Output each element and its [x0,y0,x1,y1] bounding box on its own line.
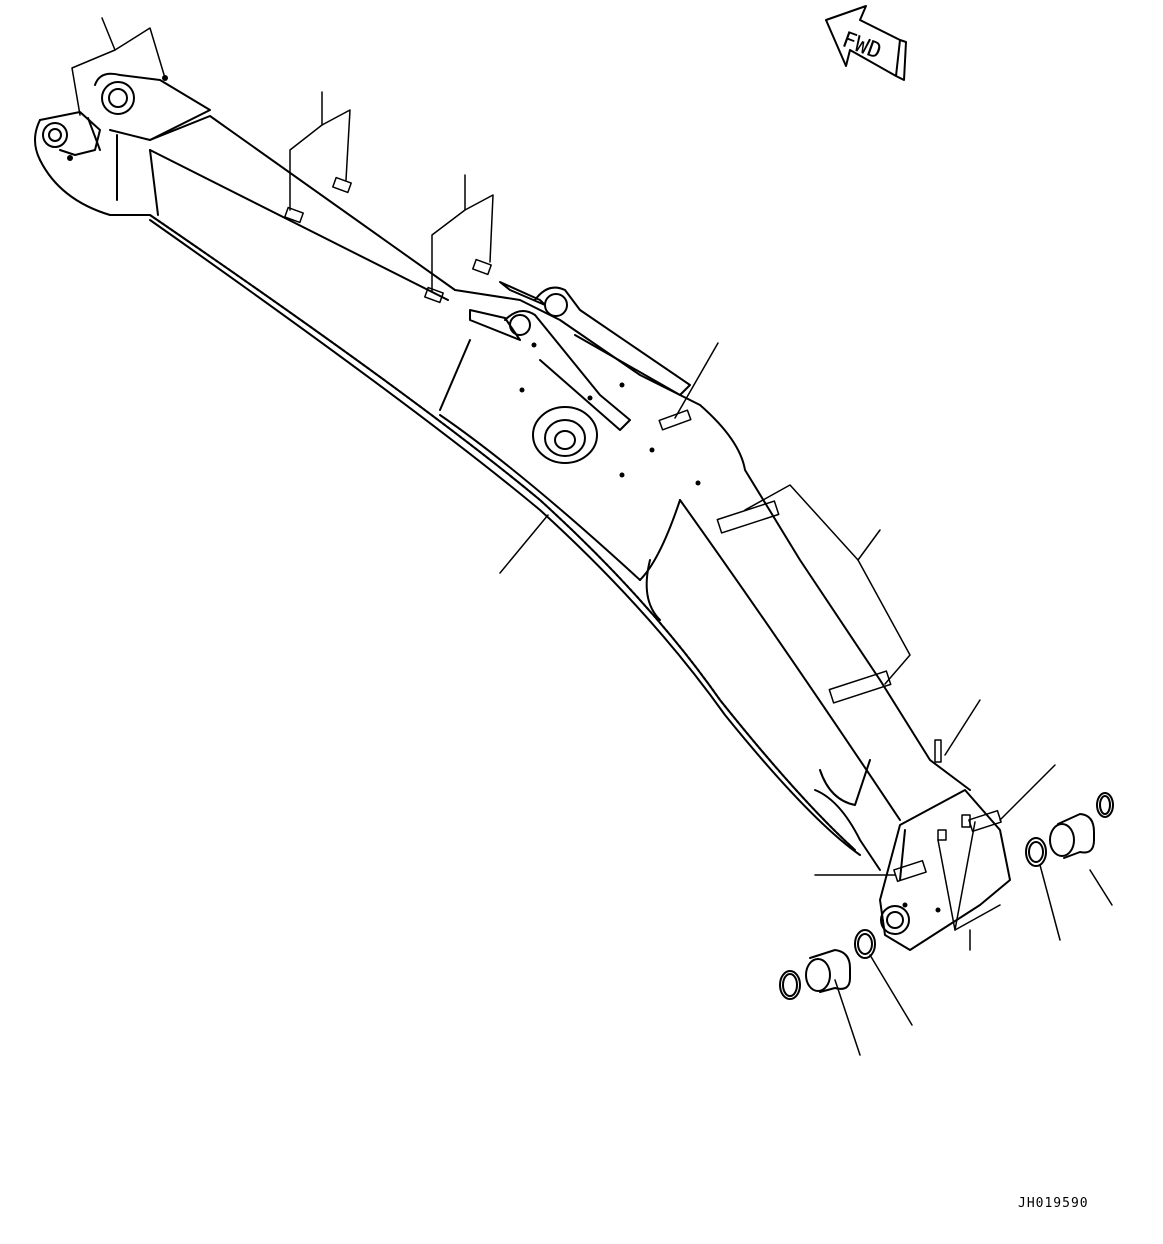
bushings-and-rings [779,792,1114,1000]
drawing-code: JH019590 [1018,1196,1089,1211]
bolt-dots [67,75,941,913]
leader-lines [71,17,1113,1056]
clamp-parts [284,176,1002,883]
fwd-arrow-icon: FWD [825,5,907,81]
boom-body [34,72,1011,951]
